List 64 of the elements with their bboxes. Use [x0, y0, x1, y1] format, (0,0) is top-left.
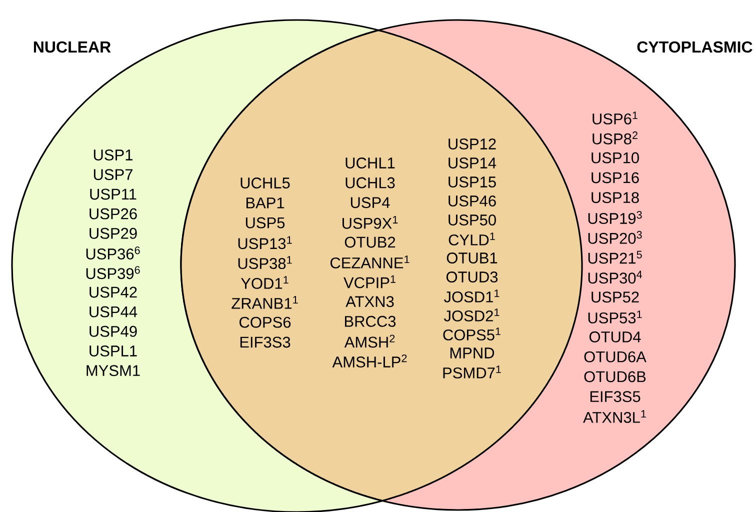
gene-label: USP6$^{1}$ [592, 112, 638, 124]
gene-label: USP52 [592, 292, 639, 303]
gene-label: OTUB1 [446, 252, 498, 264]
gene-label: USP15 [448, 176, 496, 188]
region-title: CYTOPLASMIC [637, 41, 752, 53]
gene-label: USP29 [90, 228, 137, 239]
gene-label: UCHL3 [346, 177, 395, 188]
gene-label: YOD1$^{1}$ [240, 276, 288, 289]
gene-label: USPL1 [90, 346, 137, 356]
gene-label: USP10 [592, 152, 639, 164]
gene-label: VCPIP$^{1}$ [344, 275, 396, 288]
gene-label: USP8$^{2}$ [592, 131, 638, 144]
gene-label: USP39$^{6}$ [86, 266, 140, 280]
gene-label: USP9X$^{1}$ [342, 216, 398, 229]
gene-label: USP18 [592, 192, 639, 204]
gene-label: MPND [450, 348, 494, 358]
gene-label: USP11 [90, 188, 136, 200]
gene-label: USP21$^{5}$ [588, 250, 642, 264]
region-title: NUCLEAR [34, 41, 111, 53]
gene-label: USP38$^{1}$ [238, 256, 292, 270]
gene-label: CYLD$^{1}$ [448, 232, 495, 246]
gene-label: CEZANNE$^{1}$ [330, 256, 410, 268]
gene-label: OTUD4 [589, 331, 641, 342]
gene-label: JOSD1$^{1}$ [444, 290, 500, 302]
gene-label: OTUD6A [584, 351, 646, 362]
gene-label: ATXN3 [346, 296, 394, 308]
gene-label: USP53$^{1}$ [588, 310, 642, 324]
gene-label: USP42 [90, 286, 137, 298]
gene-label: USP13$^{1}$ [238, 236, 292, 250]
gene-label: USP5 [246, 217, 285, 228]
venn-overlap [180, 30, 583, 502]
gene-label: PSMD7$^{1}$ [443, 366, 501, 378]
gene-label: COPS6 [240, 316, 291, 328]
gene-label: AMSH$^{2}$ [344, 334, 395, 348]
gene-label: USP14 [448, 158, 496, 168]
gene-label: USP44 [90, 306, 138, 318]
gene-label: USP4 [350, 197, 390, 208]
gene-label: USP19$^{3}$ [588, 211, 642, 224]
gene-label: USP50 [448, 214, 496, 226]
gene-label: USP1 [94, 150, 132, 160]
gene-label: OTUB2 [344, 236, 396, 248]
gene-label: MYSM1 [86, 365, 140, 376]
gene-label: BRCC3 [345, 316, 396, 327]
gene-label: BAP1 [246, 198, 284, 208]
gene-label: ZRANB1$^{1}$ [232, 296, 298, 309]
gene-label: JOSD2$^{1}$ [444, 308, 500, 322]
gene-label: UCHL1 [346, 158, 395, 168]
gene-label: OTUD6B [584, 371, 646, 382]
gene-label: UCHL5 [240, 178, 290, 188]
gene-label: OTUD3 [446, 272, 498, 282]
gene-label: USP46 [448, 196, 496, 206]
gene-label: COPS5$^{1}$ [443, 328, 501, 340]
gene-label: USP16 [592, 172, 639, 184]
gene-label: USP26 [90, 208, 137, 220]
gene-label: ATXN3L$^{1}$ [583, 410, 646, 423]
gene-label: USP20$^{3}$ [588, 230, 642, 244]
gene-label: USP12 [448, 138, 496, 150]
gene-label: USP7 [94, 169, 132, 180]
gene-label: USP49 [90, 326, 137, 337]
gene-label: USP36$^{6}$ [86, 246, 140, 260]
gene-label: EIF3S5 [590, 391, 640, 402]
gene-label: EIF3S3 [240, 336, 290, 348]
gene-label: AMSH-LP$^{2}$ [332, 354, 407, 368]
gene-label: USP30$^{4}$ [588, 270, 642, 284]
